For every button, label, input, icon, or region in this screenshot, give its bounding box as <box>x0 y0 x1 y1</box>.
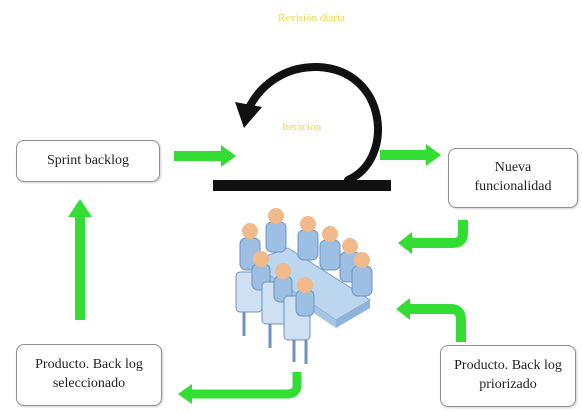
arrow-selected-to-sprint <box>68 199 92 320</box>
cycle-arrow-icon <box>213 62 391 191</box>
arrow-sprint-to-iteration <box>174 145 236 167</box>
sprint-backlog-box: Sprint backlog <box>16 140 160 182</box>
selected-backlog-box: Producto. Back log seleccionado <box>16 344 162 406</box>
arrow-prioritized-to-team <box>396 298 466 342</box>
iteration-label: Iteración <box>282 121 322 133</box>
team-meeting-icon <box>235 208 373 364</box>
arrow-team-to-selected <box>178 372 302 404</box>
arrow-new-to-team <box>398 220 468 254</box>
daily-review-label: Revisión diaria <box>278 12 345 24</box>
new-functionality-box: Nueva funcionalidad <box>448 148 578 208</box>
prioritized-backlog-box: Producto. Back log priorizado <box>440 345 576 407</box>
arrow-iteration-to-new <box>380 144 441 166</box>
